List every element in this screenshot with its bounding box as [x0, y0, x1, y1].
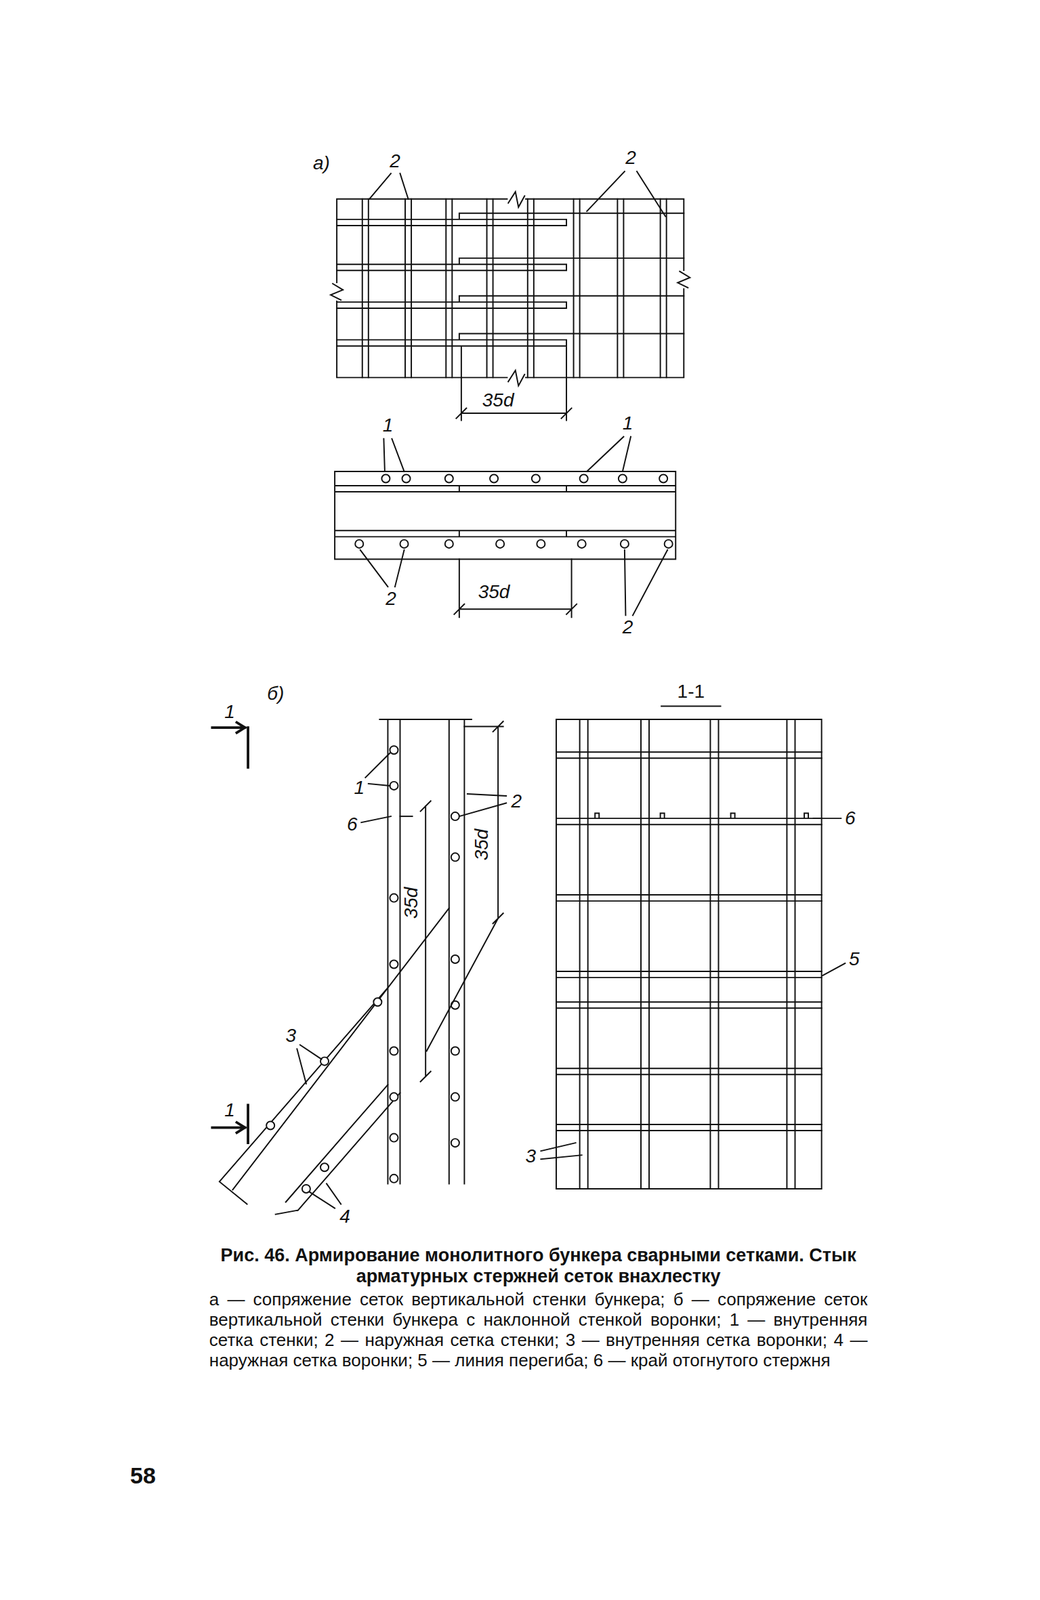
callout-number: 2 [625, 148, 637, 168]
dimension-line [455, 346, 572, 421]
bent-bar-end [400, 815, 413, 818]
mesh-plan [336, 199, 684, 379]
mesh-vertical-bars [579, 719, 796, 1190]
dimension-line [420, 721, 504, 1083]
callout-number: 1-1 [677, 682, 705, 702]
callout-number: 4 [339, 1207, 351, 1227]
callout-number: 2 [622, 617, 634, 637]
callout-number: а) [313, 153, 330, 173]
callout-number: 2 [510, 792, 522, 811]
bent-bar-end [594, 813, 809, 820]
leader-line [369, 171, 666, 217]
figure-title: Рис. 46. Армирование монолитного бункера… [209, 1245, 868, 1288]
leader-line [540, 818, 845, 1160]
break-marks [336, 199, 684, 379]
callout-number: б) [266, 684, 284, 704]
bar-circles [355, 474, 673, 548]
page-number: 58 [130, 1464, 156, 1488]
callout-number: 2 [385, 589, 397, 609]
mesh-section [556, 719, 822, 1190]
mesh-horizontal-bars [336, 213, 684, 347]
figure-caption: а — сопряжение сеток вертикальной стенки… [209, 1290, 868, 1372]
callout-number: 35d [472, 829, 492, 862]
callout-number: 35d [482, 390, 515, 410]
funnel-meshes [219, 908, 450, 1215]
callout-number: 1 [224, 702, 236, 722]
callout-number: 3 [525, 1147, 537, 1167]
callout-number: 6 [346, 815, 358, 835]
dimension-line [453, 558, 577, 618]
section-marker [212, 722, 248, 1144]
leader-line [360, 437, 668, 616]
callout-number: 6 [844, 808, 856, 828]
wall-section [334, 471, 676, 560]
callout-number: 1 [353, 778, 365, 798]
leader-line [296, 753, 507, 1209]
callout-number: 2 [389, 151, 401, 171]
callout-number: 1 [622, 413, 634, 433]
bar-circles [266, 745, 460, 1194]
break-marks [330, 191, 690, 386]
callout-number: 35d [401, 887, 421, 920]
section-underline [661, 705, 721, 707]
callout-number: 5 [848, 949, 860, 969]
callout-number: 3 [285, 1026, 297, 1046]
callout-number: 1 [224, 1100, 236, 1120]
callout-number: 35d [478, 582, 511, 602]
mesh-horizontal-bars [556, 752, 822, 1131]
callout-number: 1 [382, 416, 394, 435]
